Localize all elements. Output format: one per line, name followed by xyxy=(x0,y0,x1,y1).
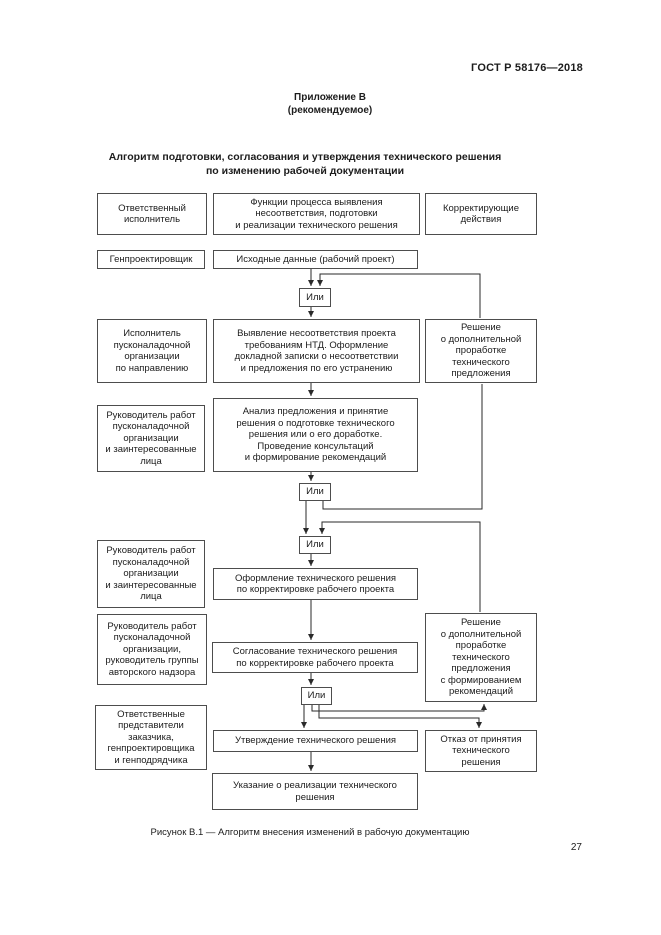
box-initial-data: Исходные данные (рабочий проект) xyxy=(213,250,418,269)
box-responsible-representatives: Ответственные представители заказчика, г… xyxy=(95,705,207,770)
box-works-manager-interested-2: Руководитель работ пусконаладочной орган… xyxy=(97,540,205,608)
connector-rework2-return-to-or3 xyxy=(318,521,481,612)
box-works-manager-supervision: Руководитель работ пусконаладочной орган… xyxy=(97,614,207,685)
connector-or4-to-rework2 xyxy=(311,704,488,712)
box-or-1: Или xyxy=(299,288,331,307)
box-or-4: Или xyxy=(301,687,332,705)
connector-rework1-return-to-or1 xyxy=(316,273,481,318)
connector-or2-to-rework1 xyxy=(322,384,483,510)
box-analysis-proposal: Анализ предложения и принятие решения о … xyxy=(213,398,418,472)
box-identify-nonconformity: Выявление несоответствия проекта требова… xyxy=(213,319,420,383)
page-number: 27 xyxy=(570,842,582,853)
box-or-3: Или xyxy=(299,536,331,554)
box-coordination: Согласование технического решения по кор… xyxy=(212,642,418,673)
box-general-designer: Генпроектировщик xyxy=(97,250,205,269)
box-decision-rework: Решение о дополнительной проработке техн… xyxy=(425,319,537,383)
box-works-manager-interested-1: Руководитель работ пусконаладочной орган… xyxy=(97,405,205,472)
box-or-2: Или xyxy=(299,483,331,501)
box-implementation-instruction: Указание о реализации технического решен… xyxy=(212,773,418,810)
box-format-solution: Оформление технического решения по корре… xyxy=(213,568,418,600)
connector-or4-to-refusal xyxy=(318,705,483,728)
appendix-heading: Приложение В (рекомендуемое) xyxy=(287,92,373,116)
box-commissioning-executor: Исполнитель пусконаладочной организации … xyxy=(97,319,207,383)
standard-number: ГОСТ Р 58176—2018 xyxy=(471,62,583,74)
figure-caption: Рисунок В.1 — Алгоритм внесения изменени… xyxy=(150,827,470,838)
box-approve-solution: Утверждение технического решения xyxy=(213,730,418,752)
column-header-functions: Функции процесса выявления несоответстви… xyxy=(213,193,420,235)
figure-heading: Алгоритм подготовки, согласования и утве… xyxy=(108,151,502,177)
box-decision-rework-recommendations: Решение о дополнительной проработке техн… xyxy=(425,613,537,702)
box-refusal: Отказ от принятия технического решения xyxy=(425,730,537,772)
column-header-corrective: Корректирующие действия xyxy=(425,193,537,235)
column-header-responsible: Ответственный исполнитель xyxy=(97,193,207,235)
